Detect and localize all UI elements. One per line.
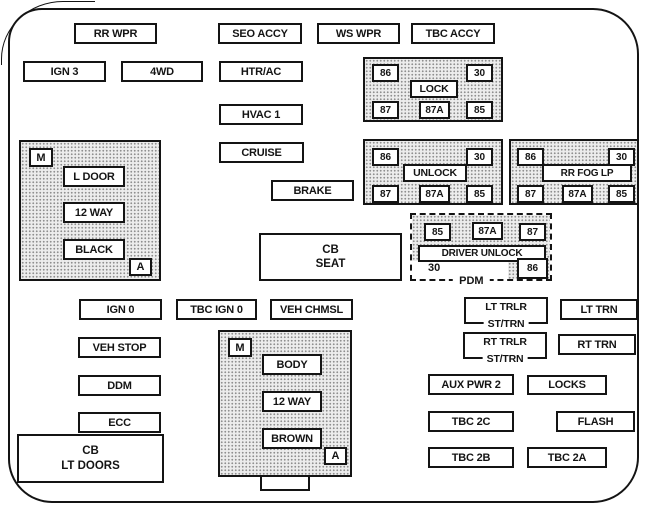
connector-label-12-way: 12 WAY: [262, 391, 322, 412]
fuse-ddm: DDM: [78, 375, 161, 396]
connector-m-tag: M: [29, 148, 53, 167]
terminal-87: 87: [372, 185, 399, 203]
fuse-rt-trlr-st-trn: RT TRLR ST/TRN: [463, 332, 547, 365]
relay-lock: 86 30 LOCK 87 87A 85: [363, 57, 503, 122]
terminal-30: 30: [466, 148, 493, 166]
fuse-ws-wpr: WS WPR: [317, 23, 400, 44]
fuse-veh-chmsl: VEH CHMSL: [270, 299, 353, 320]
fuse-ecc: ECC: [78, 412, 161, 433]
connector-body-tab: [260, 477, 310, 491]
terminal-30: 30: [428, 262, 441, 274]
fuse-htr-ac: HTR/AC: [219, 61, 303, 82]
terminal-85: 85: [424, 223, 451, 241]
terminal-86: 86: [517, 148, 544, 166]
terminal-87a: 87A: [472, 222, 503, 240]
terminal-87: 87: [517, 185, 544, 203]
terminal-85: 85: [608, 185, 635, 203]
fuse-tbc-accy: TBC ACCY: [411, 23, 495, 44]
terminal-85: 85: [466, 185, 493, 203]
relay-pdm-label: PDM: [453, 275, 490, 287]
relay-rr-fog-lp: 86 30 RR FOG LP 87 87A 85: [509, 139, 639, 205]
terminal-87: 87: [519, 223, 546, 241]
circuit-breaker-seat: CB SEAT: [259, 233, 402, 281]
fuse-brake: BRAKE: [271, 180, 354, 201]
terminal-87a: 87A: [419, 185, 450, 203]
connector-label-black: BLACK: [63, 239, 125, 260]
connector-a-tag: A: [129, 258, 152, 276]
fuse-locks: LOCKS: [527, 375, 607, 395]
connector-m-tag: M: [228, 338, 252, 357]
panel-outline: [8, 8, 639, 503]
circuit-breaker-lt-doors: CB LT DOORS: [17, 434, 164, 483]
fuse-lt-trlr-st-trn: LT TRLR ST/TRN: [464, 297, 548, 330]
terminal-30: 30: [466, 64, 493, 82]
relay-driver-unlock-label: DRIVER UNLOCK: [418, 245, 546, 262]
terminal-87a: 87A: [562, 185, 593, 203]
relay-unlock: 86 30 UNLOCK 87 87A 85: [363, 139, 503, 205]
fuse-tbc-2b: TBC 2B: [428, 447, 514, 468]
fuse-4wd: 4WD: [121, 61, 203, 82]
cb-seat-line2: SEAT: [315, 258, 346, 270]
fuse-tbc-2c: TBC 2C: [428, 411, 514, 432]
connector-label-l-door: L DOOR: [63, 166, 125, 187]
terminal-86: 86: [517, 258, 548, 279]
fuse-veh-stop: VEH STOP: [78, 337, 161, 358]
connector-a-tag: A: [324, 447, 347, 465]
fuse-ign-3: IGN 3: [23, 61, 106, 82]
terminal-86: 86: [372, 148, 399, 166]
fuse-rr-wpr: RR WPR: [74, 23, 157, 44]
relay-unlock-label: UNLOCK: [403, 164, 467, 182]
connector-left-door: M L DOOR 12 WAY BLACK A: [19, 140, 161, 281]
connector-label-brown: BROWN: [262, 428, 322, 449]
cb-seat-line1: CB: [322, 243, 339, 256]
fuse-seo-accy: SEO ACCY: [218, 23, 302, 44]
fuse-aux-pwr-2: AUX PWR 2: [428, 374, 514, 395]
terminal-87a: 87A: [419, 101, 450, 119]
fuse-hvac-1: HVAC 1: [219, 104, 303, 125]
relay-pdm: 85 87A 87 DRIVER UNLOCK 30 86 PDM: [410, 213, 552, 287]
terminal-87: 87: [372, 101, 399, 119]
fuse-tbc-2a: TBC 2A: [527, 447, 607, 468]
lt-trlr-line2: ST/TRN: [483, 318, 529, 330]
cb-lt-doors-line1: CB: [82, 445, 99, 458]
fuse-ign-0: IGN 0: [79, 299, 162, 320]
connector-label-body: BODY: [262, 354, 322, 375]
relay-rr-fog-lp-label: RR FOG LP: [542, 164, 632, 182]
fuse-cruise: CRUISE: [219, 142, 304, 163]
fuse-lt-trn: LT TRN: [560, 299, 638, 320]
terminal-86: 86: [372, 64, 399, 82]
relay-lock-label: LOCK: [410, 80, 458, 98]
cb-lt-doors-line2: LT DOORS: [61, 459, 120, 472]
rt-trlr-line1: RT TRLR: [483, 336, 527, 348]
terminal-85: 85: [466, 101, 493, 119]
fuse-flash: FLASH: [556, 411, 635, 432]
fuse-rt-trn: RT TRN: [558, 334, 636, 355]
rt-trlr-line2: ST/TRN: [482, 353, 528, 365]
connector-label-12-way: 12 WAY: [63, 202, 125, 223]
lt-trlr-line1: LT TRLR: [485, 301, 527, 313]
fuse-tbc-ign-0: TBC IGN 0: [176, 299, 257, 320]
connector-body: M BODY 12 WAY BROWN A: [218, 330, 352, 477]
